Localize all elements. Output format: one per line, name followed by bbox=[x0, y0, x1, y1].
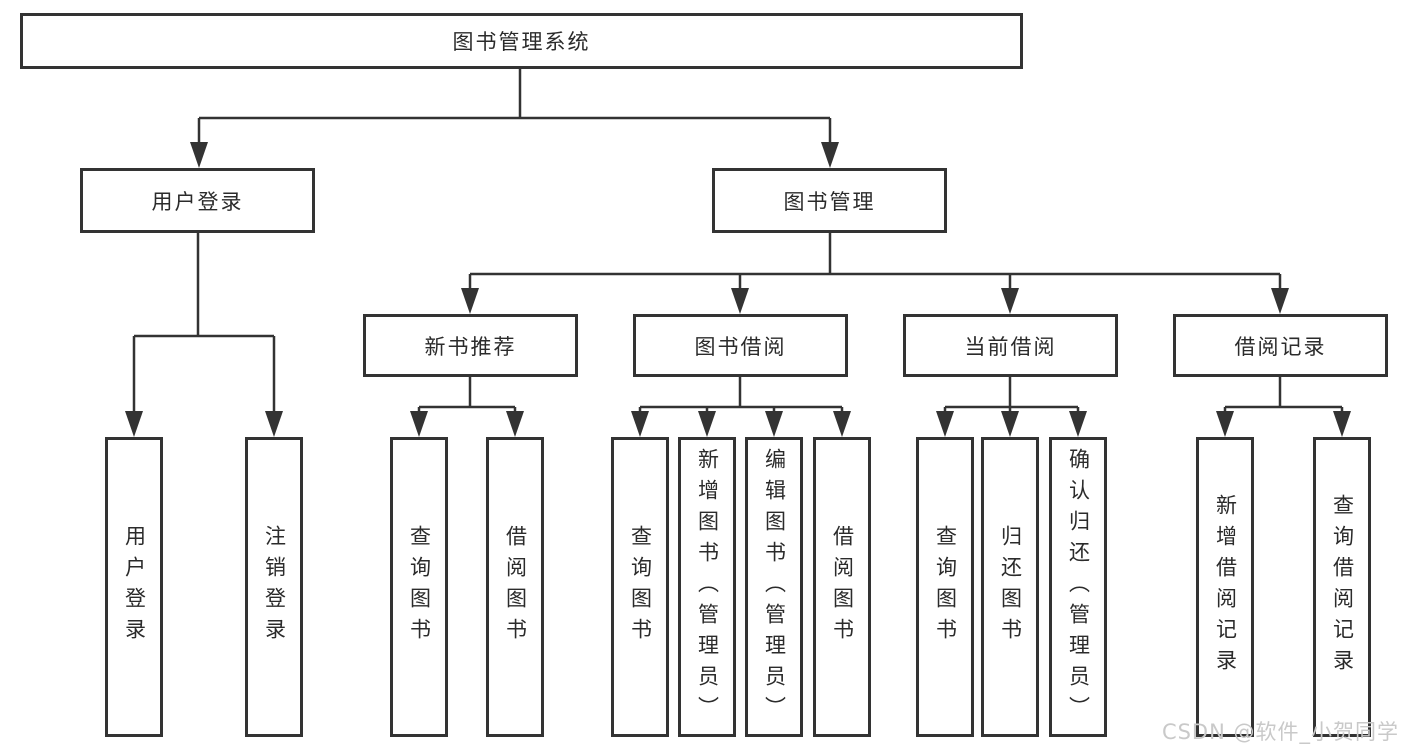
node-book-management: 图书管理 bbox=[712, 168, 947, 233]
leaf-add-borrow-record: 新增借阅记录 bbox=[1196, 437, 1254, 737]
connector-current-borrow-to-leaves bbox=[936, 377, 1087, 437]
node-new-book-recommend: 新书推荐 bbox=[363, 314, 578, 377]
connector-book-management-to-level3 bbox=[461, 233, 1289, 314]
leaf-logout-label: 注销登录 bbox=[262, 525, 287, 649]
leaf-query-books-borrow-label: 查询图书 bbox=[628, 525, 653, 649]
connector-book-borrow-to-leaves bbox=[631, 377, 851, 437]
node-book-borrow-label: 图书借阅 bbox=[694, 334, 787, 359]
node-borrow-records: 借阅记录 bbox=[1173, 314, 1388, 377]
leaf-query-books-recommend-label: 查询图书 bbox=[407, 525, 432, 649]
leaf-query-borrow-record: 查询借阅记录 bbox=[1313, 437, 1371, 737]
leaf-query-books-current: 查询图书 bbox=[916, 437, 974, 737]
leaf-query-books-recommend: 查询图书 bbox=[390, 437, 448, 737]
connector-borrow-records-to-leaves bbox=[1216, 377, 1351, 437]
leaf-borrow-books-label: 借阅图书 bbox=[830, 525, 855, 649]
node-current-borrow-label: 当前借阅 bbox=[964, 334, 1057, 359]
leaf-user-login: 用户登录 bbox=[105, 437, 163, 737]
node-book-borrow: 图书借阅 bbox=[633, 314, 848, 377]
leaf-return-book-label: 归还图书 bbox=[998, 525, 1023, 649]
watermark: CSDN @软件_小贺同学 bbox=[1161, 720, 1399, 744]
leaf-edit-book-admin: 编辑图书（管理员） bbox=[745, 437, 803, 737]
leaf-add-book-admin-label: 新增图书（管理员） bbox=[695, 447, 720, 727]
leaf-borrow-books-recommend: 借阅图书 bbox=[486, 437, 544, 737]
leaf-edit-book-admin-label: 编辑图书（管理员） bbox=[762, 447, 787, 727]
connector-root-to-level2 bbox=[190, 69, 839, 168]
node-book-management-label: 图书管理 bbox=[783, 189, 876, 214]
connector-user-login-to-leaves bbox=[125, 233, 283, 437]
node-user-login-label: 用户登录 bbox=[151, 189, 244, 214]
node-new-book-recommend-label: 新书推荐 bbox=[424, 334, 517, 359]
connector-new-book-recommend-to-leaves bbox=[410, 377, 524, 437]
leaf-borrow-books: 借阅图书 bbox=[813, 437, 871, 737]
node-user-login: 用户登录 bbox=[80, 168, 315, 233]
leaf-query-borrow-record-label: 查询借阅记录 bbox=[1330, 494, 1355, 680]
leaf-query-books-current-label: 查询图书 bbox=[933, 525, 958, 649]
leaf-query-books-borrow: 查询图书 bbox=[611, 437, 669, 737]
leaf-return-book: 归还图书 bbox=[981, 437, 1039, 737]
node-library-system-label: 图书管理系统 bbox=[452, 30, 591, 54]
leaf-user-login-label: 用户登录 bbox=[122, 525, 147, 649]
leaf-add-borrow-record-label: 新增借阅记录 bbox=[1213, 494, 1238, 680]
node-current-borrow: 当前借阅 bbox=[903, 314, 1118, 377]
node-borrow-records-label: 借阅记录 bbox=[1234, 334, 1327, 359]
leaf-borrow-books-recommend-label: 借阅图书 bbox=[503, 525, 528, 649]
leaf-confirm-return-admin: 确认归还（管理员） bbox=[1049, 437, 1107, 737]
leaf-logout: 注销登录 bbox=[245, 437, 303, 737]
leaf-confirm-return-admin-label: 确认归还（管理员） bbox=[1066, 447, 1091, 727]
leaf-add-book-admin: 新增图书（管理员） bbox=[678, 437, 736, 737]
node-library-system: 图书管理系统 bbox=[20, 13, 1023, 69]
